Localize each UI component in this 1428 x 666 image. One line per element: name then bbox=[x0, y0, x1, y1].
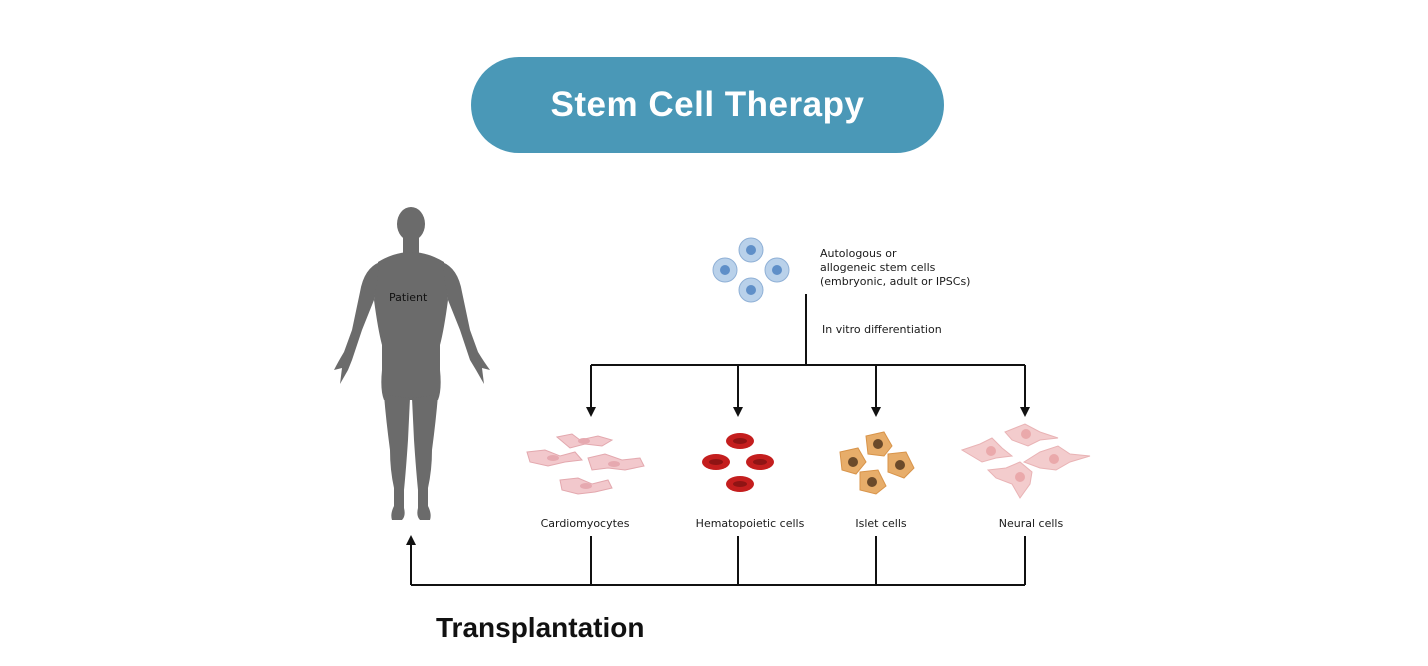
cell-label-hematopoietic: Hematopoietic cells bbox=[695, 517, 805, 530]
patient-label: Patient bbox=[389, 291, 428, 304]
stem-cells-cluster bbox=[712, 237, 790, 303]
neural-illustration bbox=[960, 423, 1091, 499]
cell-label-neural: Neural cells bbox=[998, 517, 1064, 530]
patient-silhouette bbox=[334, 207, 490, 520]
cardiomyocytes-illustration bbox=[526, 433, 645, 495]
stem-cell bbox=[738, 237, 764, 263]
stem-cell bbox=[764, 257, 790, 283]
title-banner: Stem Cell Therapy bbox=[471, 57, 944, 153]
transplantation-connectors bbox=[406, 535, 1026, 586]
stem-cell bbox=[712, 257, 738, 283]
stem-cells-label: Autologous or allogeneic stem cells (emb… bbox=[820, 247, 971, 288]
islet-illustration bbox=[839, 431, 915, 495]
cell-label-islet: Islet cells bbox=[855, 517, 907, 530]
stem-cell bbox=[738, 277, 764, 303]
process-label: In vitro differentiation bbox=[822, 323, 942, 336]
transplantation-label: Transplantation bbox=[436, 612, 645, 643]
differentiation-connectors bbox=[586, 294, 1030, 417]
cell-label-cardiomyocytes: Cardiomyocytes bbox=[540, 517, 630, 530]
hematopoietic-illustration bbox=[702, 433, 774, 492]
